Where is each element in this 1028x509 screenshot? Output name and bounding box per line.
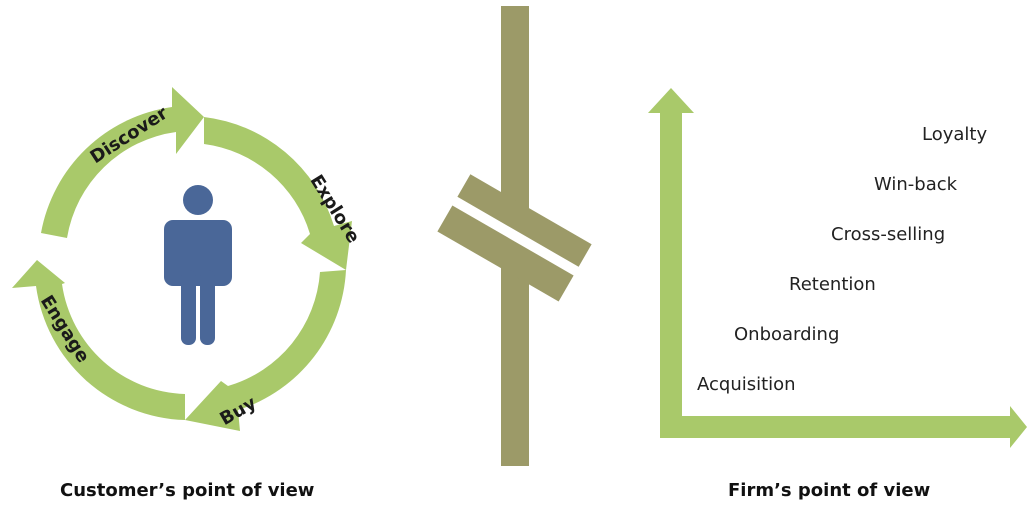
- divider-bar: [437, 6, 592, 466]
- stage-win-back: Win-back: [874, 174, 958, 195]
- stage-onboarding: Onboarding: [734, 324, 840, 345]
- cycle-arrow-buy: [185, 270, 346, 431]
- cycle-arrow-explore: [204, 117, 352, 270]
- cycle-arrow-discover: [41, 87, 204, 238]
- stage-loyalty: Loyalty: [922, 124, 988, 145]
- stage-cross-selling: Cross-selling: [831, 224, 946, 245]
- vertical-axis-arrow: [648, 88, 694, 438]
- person-icon: [164, 185, 232, 345]
- stage-acquisition: Acquisition: [697, 374, 796, 395]
- firm-axes: [648, 88, 1027, 448]
- stage-retention: Retention: [789, 274, 876, 295]
- horizontal-axis-arrow: [660, 406, 1027, 448]
- firm-caption: Firm’s point of view: [728, 480, 931, 501]
- cycle-arrow-engage: [12, 260, 185, 420]
- customer-cycle: [12, 87, 352, 431]
- customer-caption: Customer’s point of view: [60, 480, 315, 501]
